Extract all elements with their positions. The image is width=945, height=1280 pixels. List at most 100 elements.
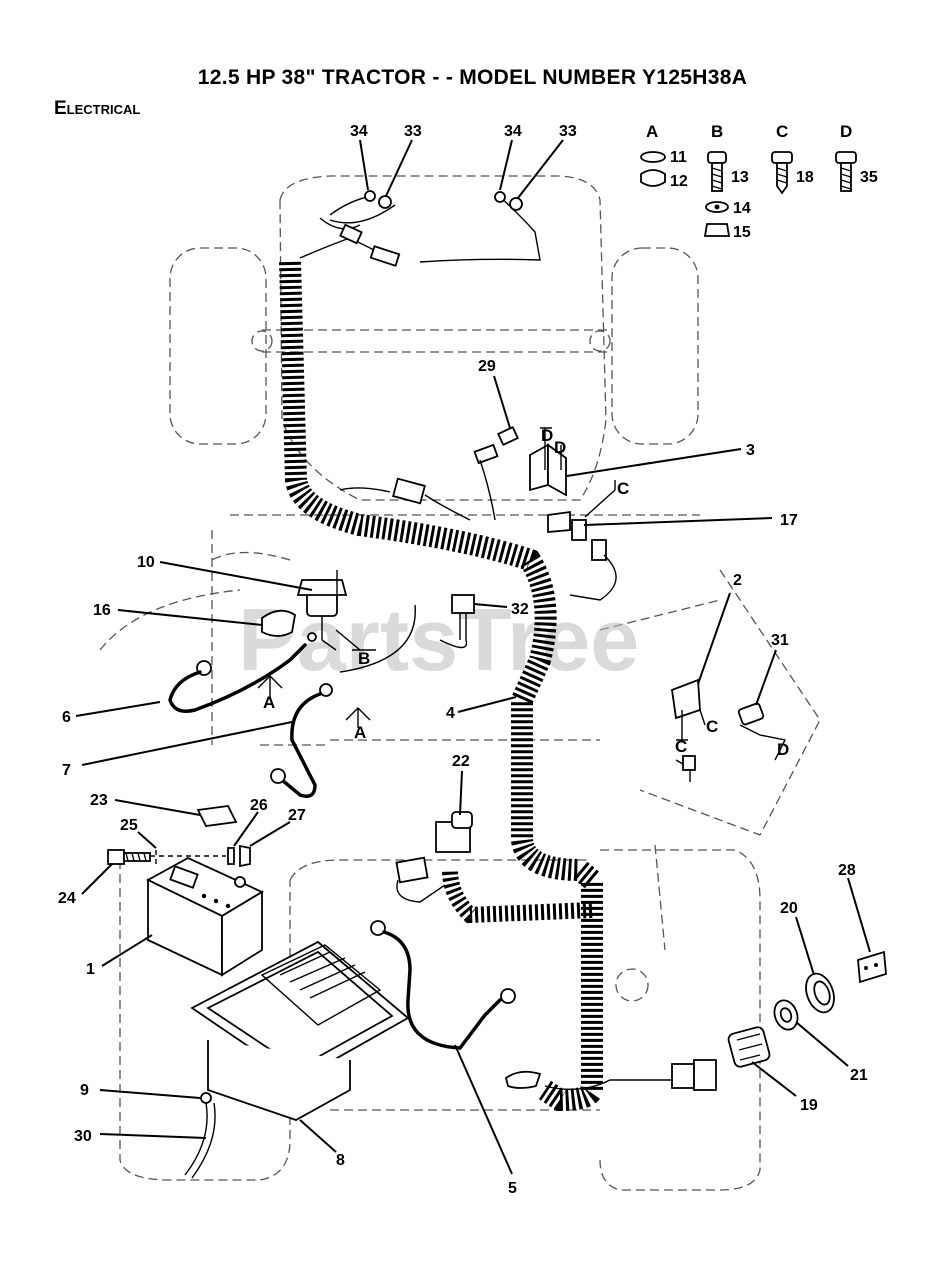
mount-bracket-icon [671, 678, 701, 720]
callout-18: 18 [796, 169, 814, 186]
callout-29: 29 [478, 358, 496, 375]
callout-2: 2 [733, 572, 742, 589]
label-a: A [263, 693, 275, 712]
ring-terminal-icon [500, 988, 516, 1004]
spacer-icon [640, 169, 666, 187]
hex-bolt-head-icon [835, 151, 857, 164]
callout-10: 10 [137, 554, 155, 571]
callout-1: 1 [86, 961, 95, 978]
part-10-solenoid: 10 B [137, 554, 376, 668]
label-d: D [541, 426, 553, 445]
harness-plug-icon [395, 856, 429, 884]
tractor-outline [99, 175, 821, 1191]
callout-32: 32 [511, 601, 529, 618]
ring-terminal-icon [270, 768, 286, 784]
part-1-battery: 1 [86, 856, 264, 978]
bulb-icon [364, 190, 376, 202]
callout-20: 20 [780, 900, 798, 917]
callout-22: 22 [452, 753, 470, 770]
part-23-cover: 23 [90, 792, 238, 827]
part-7-cable: 7 A [62, 683, 371, 798]
callout-25: 25 [120, 817, 138, 834]
part-31-interlock-switch: D 31 [737, 632, 789, 761]
part-5-cable: 5 [370, 920, 517, 1197]
connector-icon [682, 755, 696, 771]
part-8-battery-tray: 8 [190, 940, 410, 1169]
bulb-socket-icon [509, 197, 523, 211]
callout-34: 34 [350, 123, 368, 140]
connector-icon [473, 443, 499, 465]
part-6-cable: 6 A [62, 643, 307, 726]
callout-13: 13 [731, 169, 749, 186]
watermark: PartsTree [238, 590, 639, 689]
nut-icon [239, 844, 251, 868]
part-29: 29 [473, 358, 519, 521]
diagram-title: 12.5 HP 38" TRACTOR - - MODEL NUMBER Y12… [197, 66, 748, 89]
callout-14: 14 [733, 200, 751, 217]
hardware-key: A B C D 11 12 13 14 15 18 35 [640, 122, 878, 241]
part-20-bezel: 20 [780, 900, 835, 1014]
terminal-cover-icon [196, 805, 238, 827]
callout-35: 35 [860, 169, 878, 186]
part-17: C 17 [547, 479, 798, 601]
switch-clip-icon [857, 950, 887, 984]
bolt-head-icon [707, 151, 727, 164]
label-c: C [675, 737, 687, 756]
screw-shank-icon [776, 162, 788, 195]
label-c: C [706, 717, 718, 736]
pto-plug-icon [671, 1063, 695, 1089]
plug-icon [591, 539, 607, 561]
callout-5: 5 [508, 1180, 517, 1197]
harness-connector-icon [369, 245, 401, 267]
connector-icon [497, 425, 519, 447]
label-d: D [777, 740, 789, 759]
key-letter-a: A [646, 122, 658, 141]
label-b: B [358, 649, 370, 668]
callout-34: 34 [504, 123, 522, 140]
washer-icon [227, 847, 235, 865]
section-heading: Electrical [54, 98, 141, 119]
label-a: A [354, 723, 366, 742]
lock-washer-icon [640, 151, 666, 163]
switch-icon [571, 519, 587, 541]
elbow-fitting-icon [200, 1092, 212, 1104]
callout-7: 7 [62, 762, 71, 779]
part-2-bracket: C C 2 [671, 572, 742, 782]
callout-31: 31 [771, 632, 789, 649]
switch-bracket-icon [547, 510, 571, 533]
ring-terminal-icon [370, 920, 386, 936]
callout-33: 33 [559, 123, 577, 140]
headlight-harness: 34 33 34 33 [299, 123, 577, 267]
terminal-bolt-icon [107, 849, 125, 865]
callout-17: 17 [780, 512, 798, 529]
callout-6: 6 [62, 709, 71, 726]
key-letter-d: D [840, 122, 852, 141]
key-letter-b: B [711, 122, 723, 141]
ring-terminal-icon [319, 683, 333, 697]
part-28-clip: 28 [838, 862, 887, 984]
harness-plug-icon [392, 477, 426, 505]
part-21-nut: 21 [773, 999, 868, 1084]
hex-nut-icon [703, 223, 731, 237]
callout-4: 4 [446, 705, 455, 722]
terminal-hardware: 24 25 26 27 [58, 797, 306, 907]
main-wire-harness: 4 [279, 261, 603, 1112]
terminal-boot-icon [261, 609, 296, 637]
callout-24: 24 [58, 890, 76, 907]
callout-15: 15 [733, 224, 751, 241]
callout-26: 26 [250, 797, 268, 814]
key-switch-icon [451, 594, 475, 614]
callout-11: 11 [670, 149, 687, 166]
ground-terminal-icon [504, 1070, 542, 1089]
label-d: D [554, 438, 566, 457]
screw-head-icon [771, 151, 793, 164]
callout-16: 16 [93, 602, 111, 619]
callout-27: 27 [288, 807, 306, 824]
callout-23: 23 [90, 792, 108, 809]
part-16-terminal-boot: 16 [93, 602, 296, 637]
headlight-plug-icon [339, 223, 363, 245]
part-22-ignition-switch: 22 [395, 753, 473, 903]
label-c: C [617, 479, 629, 498]
callout-8: 8 [336, 1152, 345, 1169]
